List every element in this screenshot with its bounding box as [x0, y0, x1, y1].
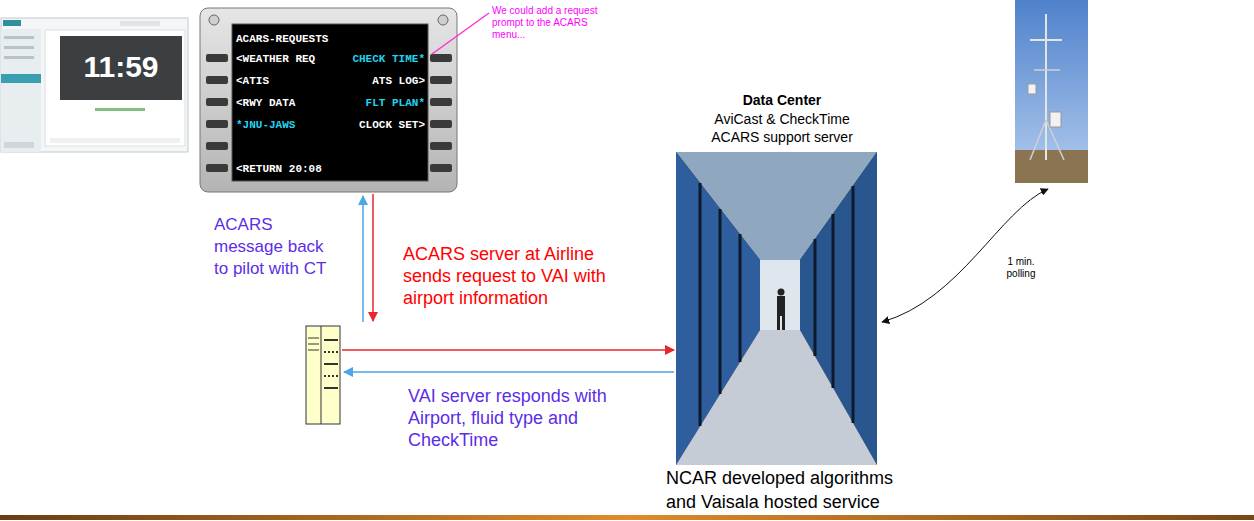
- arrow-label: 1 min. polling: [1000, 256, 1042, 280]
- callout-leader: [432, 13, 489, 54]
- arrow-label: VAI server responds with Airport, fluid …: [408, 385, 638, 451]
- polling-arrow: [882, 189, 1048, 322]
- menu-item: <ATIS: [236, 74, 386, 88]
- request-arrow: [342, 349, 674, 351]
- node-subheading: AviCast & CheckTime ACARS support server: [697, 110, 867, 146]
- node-caption: NCAR developed algorithms and Vaisala ho…: [666, 466, 902, 514]
- node-heading: Data Center: [660, 92, 904, 109]
- menu-item: FLT PLAN*: [275, 96, 425, 110]
- arrow-label: ACARS message back to pilot with CT: [214, 214, 338, 280]
- data-center-panel: Data CenterAviCast & CheckTime ACARS sup…: [660, 88, 904, 516]
- callout-note: We could add a request prompt to the ACA…: [492, 5, 604, 41]
- app-screenshot: [1, 18, 188, 152]
- clock-readout: 11:59: [60, 50, 182, 84]
- data-center-photo: [676, 152, 877, 465]
- mcdu-unit: [200, 8, 457, 192]
- server-icon: [306, 326, 340, 424]
- request-arrow: [372, 194, 374, 321]
- menu-item: ATS LOG>: [275, 74, 425, 88]
- weather-station-photo: [1015, 0, 1088, 183]
- footer-bar: [0, 515, 1254, 520]
- arrow-label: ACARS server at Airline sends request to…: [403, 243, 633, 309]
- menu-item: CHECK TIME*: [275, 52, 425, 66]
- reply-arrow: [362, 196, 364, 322]
- reply-arrow: [344, 371, 674, 373]
- mcdu-display: ACARS-REQUESTS<WEATHER REQCHECK TIME*<AT…: [200, 8, 458, 193]
- menu-item: <RETURN 20:08: [236, 162, 422, 176]
- menu-item: <RWY DATA: [236, 96, 386, 110]
- screen-title: ACARS-REQUESTS: [236, 32, 422, 46]
- menu-item: CLOCK SET>: [275, 118, 425, 132]
